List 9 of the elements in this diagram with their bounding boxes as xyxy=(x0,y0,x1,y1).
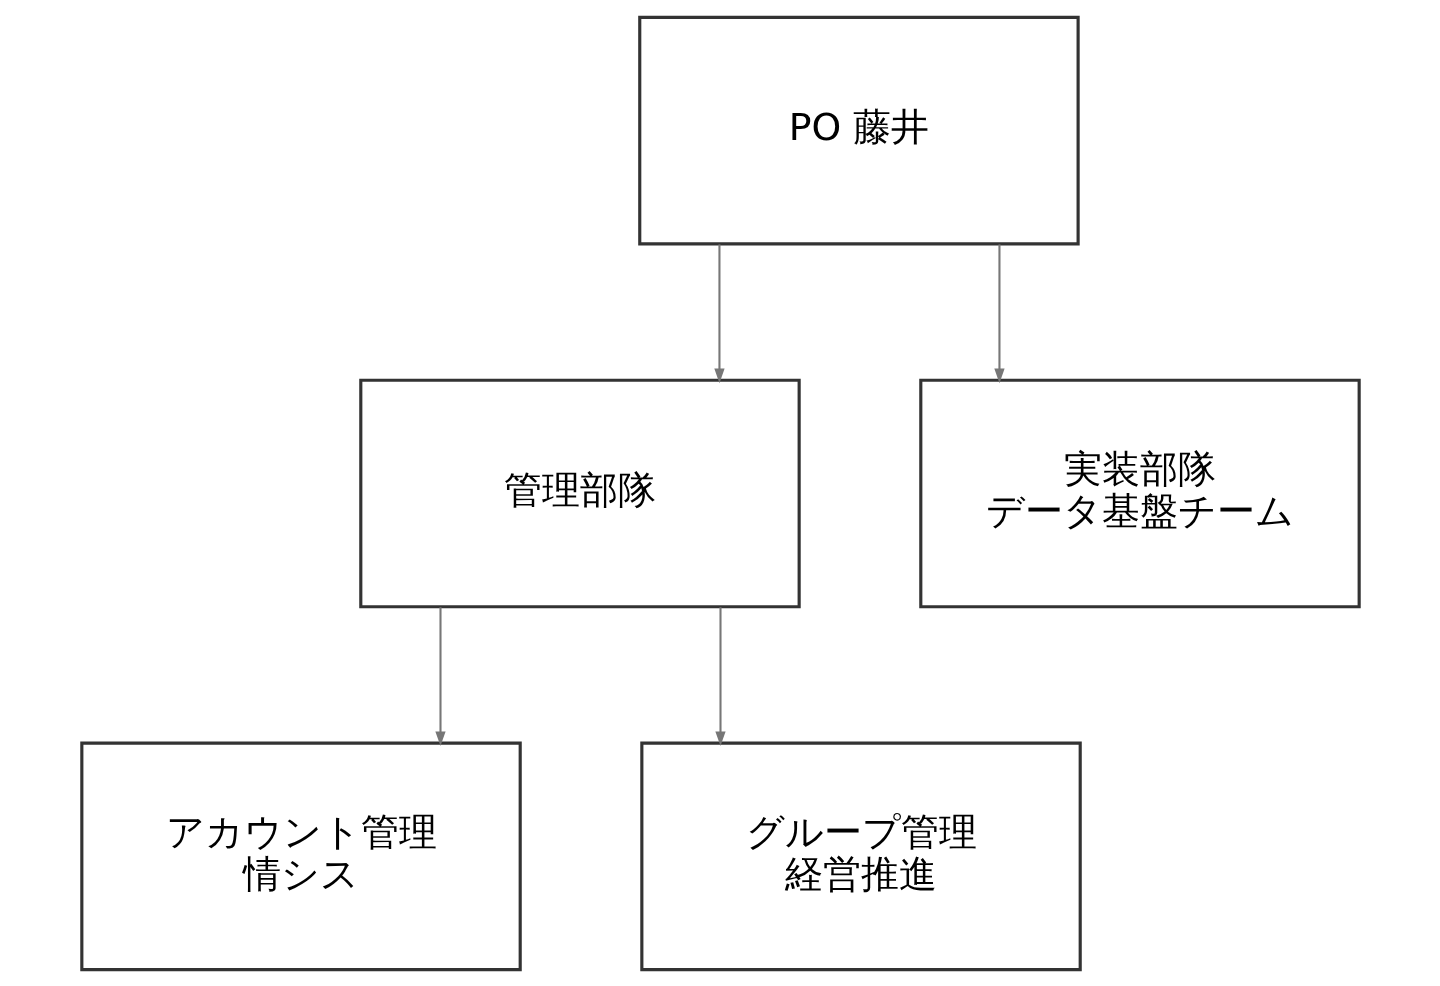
node-box: PO 藤井 xyxy=(637,15,1080,245)
node-box: グループ管理 経営推進 xyxy=(639,741,1082,971)
arrow xyxy=(713,243,725,383)
arrow xyxy=(434,606,446,746)
arrow xyxy=(993,243,1005,383)
node-box: アカウント管理 情シス xyxy=(79,741,522,971)
arrow xyxy=(714,606,726,746)
node-box: 実装部隊 データ基盤チーム xyxy=(918,378,1361,608)
node-box: 管理部隊 xyxy=(358,378,801,608)
